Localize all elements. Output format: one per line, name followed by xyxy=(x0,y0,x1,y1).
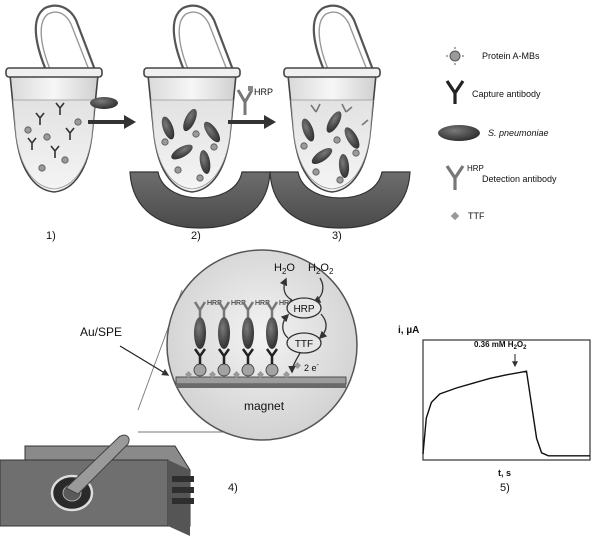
tube-3-magnet xyxy=(269,171,411,229)
ttf-node xyxy=(286,332,322,354)
legend-item-capture-antibody: Capture antibody xyxy=(445,80,541,104)
h2o2-label: H2O2 xyxy=(308,262,334,276)
step-arrow-2: HRP xyxy=(228,86,276,129)
step-label-5: 5) xyxy=(500,482,510,494)
tube-2 xyxy=(129,4,271,229)
detection-antibody-icon xyxy=(445,165,465,190)
legend: Protein A-MBs Capture antibody S. pneumo… xyxy=(438,47,557,221)
tube-1 xyxy=(5,4,103,193)
svg-text:HRP: HRP xyxy=(279,300,294,307)
hrp-node-label: HRP xyxy=(293,304,314,315)
sandwich-1: HRP xyxy=(193,300,222,377)
drop-cone xyxy=(65,434,130,495)
graph-frame xyxy=(422,339,591,461)
screen-printed-electrode xyxy=(0,434,194,536)
legend-hrp-superscript: HRP xyxy=(467,164,484,173)
capture-antibody-icon xyxy=(445,80,465,104)
amperogram: i, µA 0.36 mM H2O2 t, s xyxy=(398,325,591,478)
inset-circle xyxy=(166,249,358,441)
sandwich-4: HRP xyxy=(265,300,294,377)
svg-text:HRP: HRP xyxy=(255,300,270,307)
tube-2-captured-cells xyxy=(161,108,221,174)
legend-item-ttf: TTF xyxy=(450,211,485,221)
inset-magnification: magnet HRP HRP HRP xyxy=(166,249,358,441)
inset-electrode-surface xyxy=(175,376,347,385)
protein-a-mb-icon xyxy=(449,50,461,62)
step-arrow-1 xyxy=(88,97,136,129)
bacterium-added-icon xyxy=(90,97,118,109)
arrow-2-hrp-label: HRP xyxy=(254,87,273,97)
s-pneumoniae-icon xyxy=(438,125,480,141)
tube-1-liquid xyxy=(12,99,96,190)
step-label-3: 3) xyxy=(332,230,342,242)
legend-detection-antibody-label: Detection antibody xyxy=(482,174,557,184)
surface-ttf-diamonds xyxy=(184,361,302,379)
svg-text:HRP: HRP xyxy=(231,300,246,307)
graph-ylabel: i, µA xyxy=(398,325,419,336)
tube-1-lid-strap xyxy=(34,4,97,76)
redox-cycle: H2O H2O2 HRP TTF 2 e- xyxy=(274,262,334,374)
electrode-contact-1 xyxy=(172,476,194,482)
electrode-contact-2 xyxy=(172,487,194,493)
detection-antibody-added-icon xyxy=(236,89,254,115)
ttf-node-label: TTF xyxy=(295,339,313,350)
electrode-pointer xyxy=(119,345,170,376)
tube-2-magnet xyxy=(129,171,271,229)
legend-protein-a-mbs-label: Protein A-MBs xyxy=(482,51,540,61)
graph-annotation: 0.36 mM H2O2 xyxy=(474,340,527,351)
sandwich-3: HRP xyxy=(241,300,270,377)
legend-item-detection-antibody: HRP Detection antibody xyxy=(445,164,557,190)
hrp-node xyxy=(286,297,322,319)
legend-s-pneumoniae-label: S. pneumoniae xyxy=(488,128,549,138)
electrode-label: Au/SPE xyxy=(80,325,122,339)
legend-capture-antibody-label: Capture antibody xyxy=(472,89,541,99)
tube-3 xyxy=(269,4,411,229)
legend-ttf-label: TTF xyxy=(468,211,485,221)
step-label-2: 2) xyxy=(191,230,201,242)
step-label-1: 1) xyxy=(46,230,56,242)
svg-text:HRP: HRP xyxy=(207,300,222,307)
tube-1-rim xyxy=(5,67,103,78)
inset-magnet-label: magnet xyxy=(244,399,285,413)
current-trace xyxy=(422,370,590,457)
tube-3-sandwich-complexes xyxy=(301,103,369,178)
tube-1-contents xyxy=(27,102,75,158)
ttf-icon xyxy=(450,211,460,221)
legend-item-protein-a-mbs: Protein A-MBs xyxy=(446,47,540,65)
legend-item-s-pneumoniae: S. pneumoniae xyxy=(438,125,549,141)
graph-xlabel: t, s xyxy=(498,468,511,478)
sandwich-stacks: HRP HRP HRP HRP xyxy=(184,300,302,379)
electron-label: 2 e- xyxy=(304,362,320,373)
step-label-4: 4) xyxy=(228,482,238,494)
sandwich-2: HRP xyxy=(217,300,246,377)
h2o-label: H2O xyxy=(274,262,295,276)
tube-1-beads xyxy=(24,118,82,172)
electrode-contact-3 xyxy=(172,498,194,504)
